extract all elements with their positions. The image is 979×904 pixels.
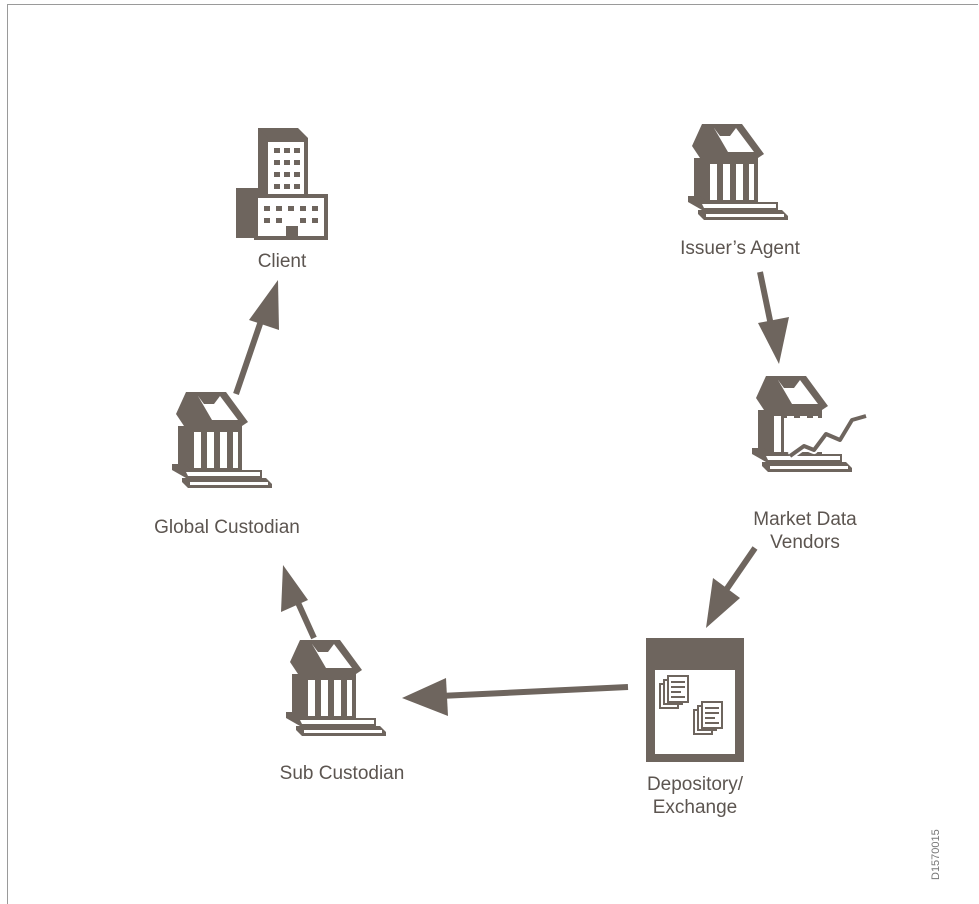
flow-arrowhead-issuer-to-market xyxy=(758,317,789,364)
flow-arrowhead-depository-to-sub xyxy=(402,678,448,716)
bank-building-icon xyxy=(172,392,272,488)
diagram-frame xyxy=(7,4,978,904)
node-label-market-data: Market Data Vendors xyxy=(720,508,890,554)
figure-code: D1570015 xyxy=(930,829,942,880)
flow-arrowhead-market-to-depository xyxy=(706,578,740,628)
node-label-depository: Depository/ Exchange xyxy=(615,773,775,819)
flow-arrow-market-to-depository xyxy=(721,546,758,595)
node-label-market-data-line1: Market Data xyxy=(753,509,857,530)
bank-building-with-chart-icon xyxy=(752,376,868,472)
node-label-issuers-agent: Issuer’s Agent xyxy=(680,238,800,259)
node-label-global-custodian: Global Custodian xyxy=(154,517,300,538)
documents-panel-icon xyxy=(646,638,744,762)
flow-arrow-depository-to-sub xyxy=(439,684,629,699)
flow-arrow-global-to-client xyxy=(233,317,265,395)
node-label-sub-custodian: Sub Custodian xyxy=(279,763,405,784)
node-label-depository-line1: Depository/ xyxy=(646,774,744,795)
office-building-icon xyxy=(236,128,328,240)
flow-arrowhead-sub-to-global xyxy=(281,565,308,612)
bank-building-icon xyxy=(286,640,386,736)
node-label-depository-line2: Exchange xyxy=(652,797,738,818)
flow-arrowhead-global-to-client xyxy=(249,280,279,330)
node-label-client: Client xyxy=(257,251,307,272)
bank-building-icon xyxy=(688,124,788,220)
node-label-market-data-line2: Vendors xyxy=(770,532,840,553)
